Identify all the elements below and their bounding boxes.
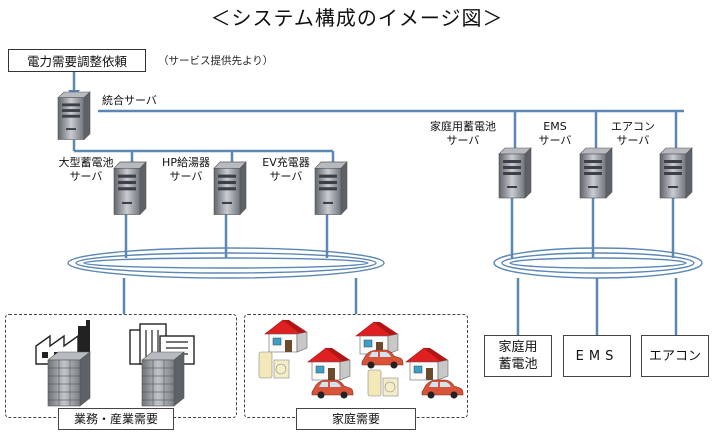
ems-device-box: EMS (563, 335, 631, 377)
network-right (493, 247, 703, 279)
demand-request-box: 電力需要調整依頼 (8, 49, 146, 72)
integrated-server-label: 統合サーバ (102, 94, 157, 107)
household-demand-group (244, 314, 468, 418)
network-left (67, 247, 385, 279)
aircon-device-box: エアコン (641, 335, 709, 377)
page-title: ＜システム構成のイメージ図＞ (210, 6, 504, 30)
home-battery-device-box: 家庭用蓄電池 (484, 335, 552, 377)
aircon-server-label: エアコンサーバ (611, 120, 655, 147)
household-demand-caption: 家庭需要 (296, 408, 416, 430)
hp-server-icon (213, 161, 247, 216)
ems-server-icon (579, 147, 613, 199)
home-battery-server-icon (498, 147, 532, 199)
integrated-server-icon (57, 91, 91, 140)
business-demand-caption: 業務・産業需要 (58, 408, 174, 430)
ev-server-icon (314, 161, 348, 216)
aircon-server-icon (659, 147, 693, 199)
business-demand-group (5, 314, 237, 418)
ev-charger-server-label: EV充電器サーバ (262, 156, 310, 183)
large-battery-server-icon (113, 161, 147, 216)
hp-water-heater-server-label: HP給湯器サーバ (162, 156, 210, 183)
large-battery-server-label: 大型蓄電池サーバ (58, 156, 114, 183)
home-battery-server-label: 家庭用蓄電池サーバ (430, 120, 496, 147)
demand-request-note: （サービス提供先より） (158, 55, 274, 67)
